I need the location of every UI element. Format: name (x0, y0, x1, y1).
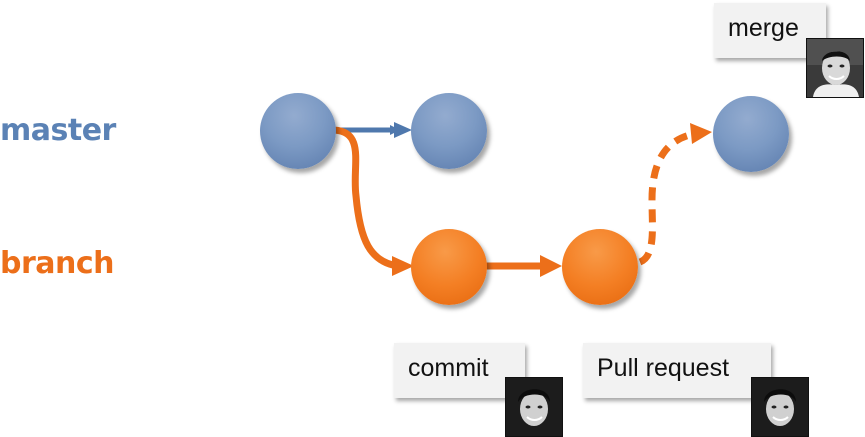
person-photo-icon (807, 39, 863, 97)
master-commit-node-1 (260, 93, 336, 169)
branch-commit-node-1 (411, 229, 487, 305)
commit-author-avatar (505, 377, 563, 437)
master-to-branch-arrow (330, 126, 402, 270)
commit-callout: commit (394, 343, 525, 398)
master-commit-node-2 (411, 93, 487, 169)
pull-request-callout-text: Pull request (597, 354, 730, 382)
master-arrowhead (394, 122, 412, 138)
branch-arrowhead-2 (540, 255, 562, 277)
merge-arrowhead (690, 123, 712, 144)
commit-callout-text: commit (408, 354, 489, 382)
branch-arrowhead (392, 256, 414, 276)
branch-label: branch (0, 246, 115, 281)
branch-commit-node-2 (562, 229, 638, 305)
merge-dashed-arrow (638, 130, 695, 266)
person-photo-icon (506, 378, 562, 436)
master-merge-node (713, 96, 789, 172)
person-photo-icon (752, 378, 808, 436)
merge-callout-text: merge (728, 14, 799, 42)
master-label: master (0, 113, 116, 148)
pull-request-author-avatar (751, 377, 809, 437)
pull-request-callout: Pull request (583, 343, 771, 398)
merge-author-avatar (806, 38, 864, 98)
